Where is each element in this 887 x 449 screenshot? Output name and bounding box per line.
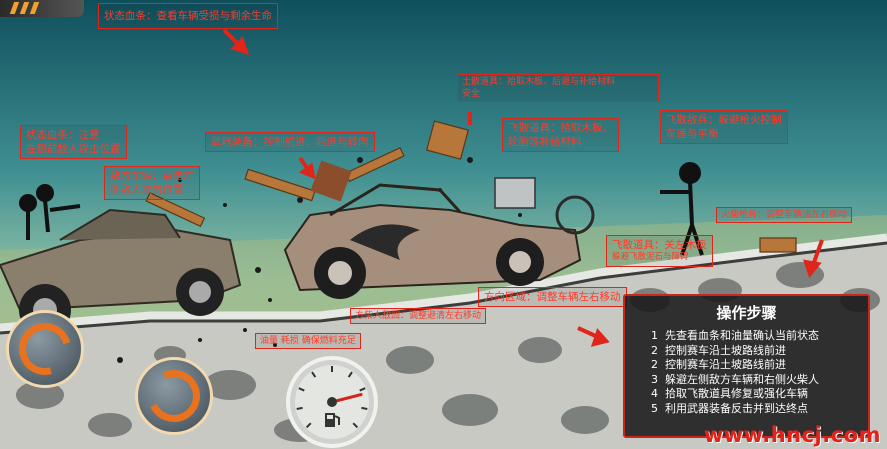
fuel-needle bbox=[330, 393, 363, 404]
step-item: 4 拾取飞散道具修复或强化车辆 bbox=[651, 387, 868, 402]
annotation-flying-items: 飞散道具：拾取木板、 轮胎等补给材料 bbox=[502, 118, 619, 153]
step-text: 利用武器装备反击并到达终点 bbox=[665, 401, 808, 415]
annotation-right-fire: 火柴枪兵：调整车辆油左右侧动 bbox=[716, 207, 853, 224]
gauge-tick bbox=[361, 406, 368, 411]
watermark: www.hncj.com bbox=[703, 423, 881, 447]
rotate-back-icon bbox=[9, 313, 81, 385]
gauge-tick bbox=[311, 371, 317, 378]
annotation-line: 躲避飞散泥石与障碍 bbox=[612, 252, 689, 263]
fuel-pump-icon bbox=[325, 413, 340, 427]
annotation-text: 状态血条：查看车辆受损与剩余生命 bbox=[104, 10, 272, 22]
annotation-text: 方向区域：调整车辆左右移动 bbox=[484, 291, 621, 303]
annotation-line: 土散道具：拾取木板、后退与补给材料 bbox=[462, 77, 616, 87]
annotation-text: 油量 耗损 确保燃料充足 bbox=[260, 336, 356, 346]
annotation-line: 车速与平衡 bbox=[666, 128, 719, 141]
annotation-line: 敌方车辆：点击左 bbox=[110, 170, 194, 182]
step-item: 2 控制赛车沿土坡路线前进 bbox=[651, 344, 868, 359]
annotation-flying-enemy: 飞散敌兵：躲避枪火控制 车速与平衡 bbox=[660, 110, 788, 145]
annotation-ground-note: 油量 耗损 确保燃料充足 bbox=[255, 333, 361, 350]
annotation-line: 飞散敌兵：躲避枪火控制 bbox=[666, 114, 782, 126]
step-text: 控制赛车沿土坡路线前进 bbox=[665, 358, 786, 371]
rotate-forward-icon bbox=[140, 362, 208, 430]
annotation-line: 状态血条：注意 bbox=[26, 129, 100, 141]
step-text: 控制赛车沿土坡路线前进 bbox=[665, 343, 786, 357]
annotation-debris-items: 土散道具：拾取木板、后退与补给材料 安全 bbox=[457, 74, 659, 103]
annotation-line: 安全 bbox=[462, 89, 481, 100]
fuel-gauge bbox=[286, 356, 378, 448]
step-number: 2 bbox=[651, 358, 658, 371]
gauge-tick bbox=[298, 387, 305, 392]
annotation-weapon: 武器装备：控制前进、后退与转向 bbox=[205, 132, 375, 153]
annotation-text: 火柴枪兵：调整车辆油左右侧动 bbox=[721, 210, 848, 220]
annotation-stick-enemy: 方柴人敌囧：调整避清左右移动 bbox=[350, 308, 487, 325]
steps-title: 操作步骤 bbox=[716, 304, 777, 322]
step-item: 2 控制赛车沿土坡路线前进 bbox=[651, 358, 868, 373]
step-number: 2 bbox=[651, 343, 658, 357]
annotation-line: 侧敌人攻击位置 bbox=[110, 184, 184, 197]
step-text: 先查看血条和油量确认当前状态 bbox=[665, 329, 819, 342]
rotate-forward-button[interactable] bbox=[135, 357, 213, 435]
gauge-tick bbox=[352, 422, 359, 429]
annotation-line: 轮胎等补给材料 bbox=[508, 136, 582, 149]
annotation-health-bar-top: 状态血条：查看车辆受损与剩余生命 bbox=[98, 3, 278, 29]
annotation-flying-props: 飞散道具：关左木板 躲避飞散泥石与障碍 bbox=[606, 235, 713, 267]
steps-panel: 操作步骤 1 先查看血条和油量确认当前状态 2 控制赛车沿土坡路线前进 2 控制赛车沿土坡… bbox=[623, 294, 870, 438]
step-item: 3 躲避左侧敌方车辆和右侧火柴人 bbox=[651, 373, 868, 388]
annotation-line: 飞散道具：关左木板 bbox=[612, 239, 707, 251]
step-number: 3 bbox=[651, 372, 658, 386]
annotation-health-bar-left: 状态血条：注意 左侧前敌人攻击位置 bbox=[20, 125, 127, 160]
gauge-tick bbox=[347, 371, 353, 378]
gauge-tick bbox=[296, 406, 303, 411]
gauge-tick bbox=[305, 422, 312, 429]
annotation-text: 方柴人敌囧：调整避清左右移动 bbox=[355, 311, 482, 321]
annotation-line: 左侧前敌人攻击位置 bbox=[26, 143, 121, 156]
step-number: 4 bbox=[651, 387, 658, 400]
step-number: 1 bbox=[651, 329, 658, 342]
annotation-line: 飞散道具：拾取木板、 bbox=[508, 122, 613, 134]
step-number: 5 bbox=[651, 401, 658, 415]
annotation-enemy-vehicle: 敌方车辆：点击左 侧敌人攻击位置 bbox=[104, 166, 200, 201]
gauge-tick bbox=[359, 387, 366, 392]
annotation-direction-zone: 方向区域：调整车辆左右移动 bbox=[478, 287, 627, 308]
health-bar-badge bbox=[0, 0, 84, 17]
step-item: 5 利用武器装备反击并到达终点 bbox=[651, 402, 868, 417]
step-item: 1 先查看血条和油量确认当前状态 bbox=[651, 329, 868, 344]
step-text: 躲避左侧敌方车辆和右侧火柴人 bbox=[665, 372, 819, 386]
step-text: 拾取飞散道具修复或强化车辆 bbox=[665, 387, 808, 400]
steps-list: 1 先查看血条和油量确认当前状态 2 控制赛车沿土坡路线前进 2 控制赛车沿土坡路线前进 3… bbox=[625, 329, 868, 416]
rotate-back-button[interactable] bbox=[6, 310, 84, 388]
annotation-text: 武器装备：控制前进、后退与转向 bbox=[211, 136, 369, 148]
